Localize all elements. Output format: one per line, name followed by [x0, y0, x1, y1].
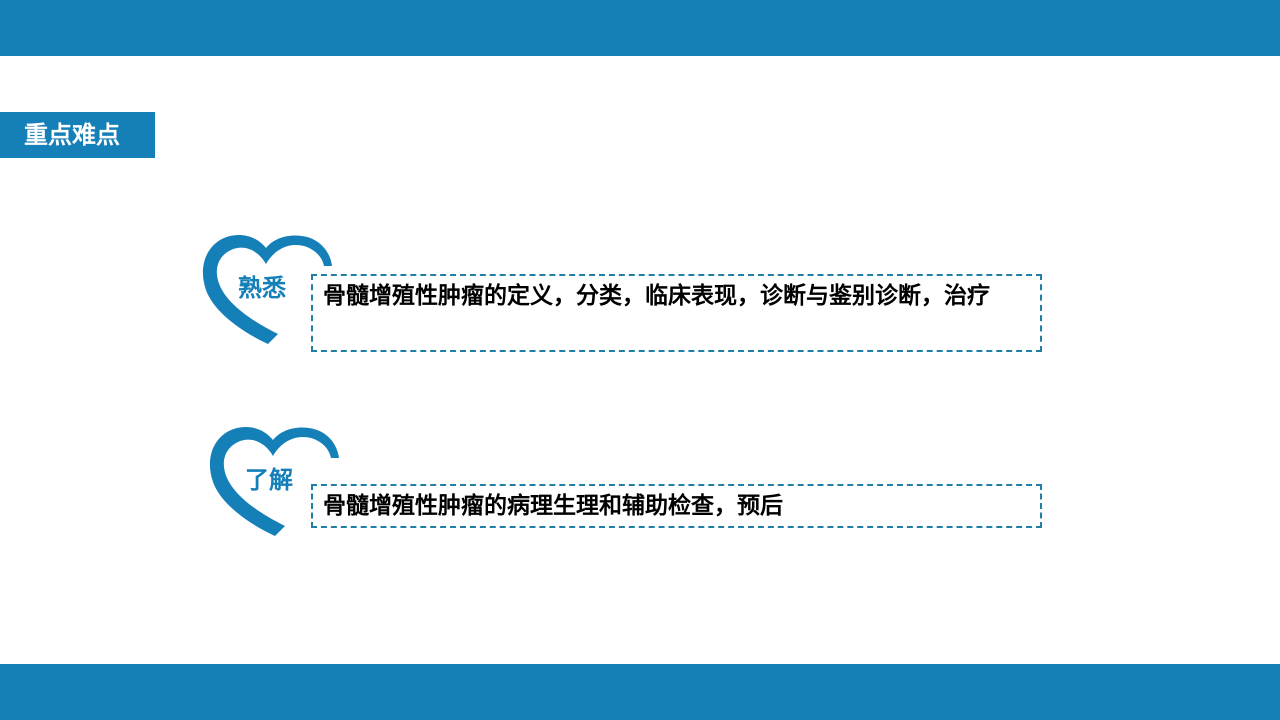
bottom-banner-bar: [0, 664, 1280, 720]
section-title: 重点难点: [0, 112, 155, 158]
heart-icon: [198, 230, 332, 346]
item-2-description: 骨髓增殖性肿瘤的病理生理和辅助检查，预后: [311, 484, 1042, 528]
item-1-label: 熟悉: [238, 274, 286, 302]
item-2-label: 了解: [245, 466, 293, 494]
item-1-description: 骨髓增殖性肿瘤的定义，分类，临床表现，诊断与鉴别诊断，治疗: [311, 274, 1042, 352]
top-banner-bar: [0, 0, 1280, 56]
heart-icon: [205, 422, 339, 538]
